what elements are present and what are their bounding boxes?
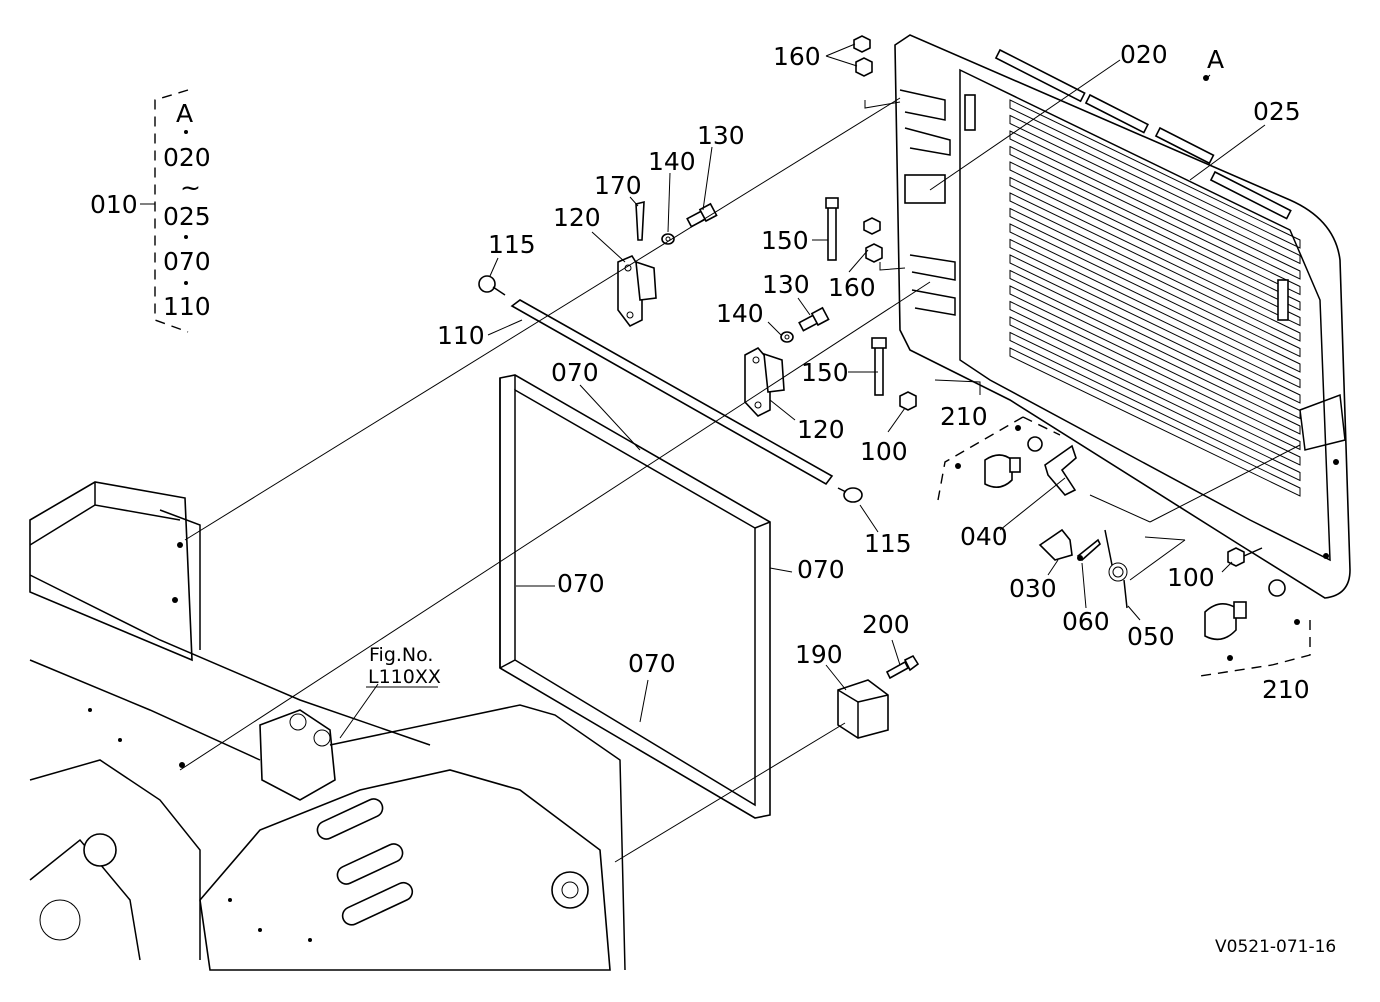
callout-070-bottom: 070 — [628, 649, 676, 678]
callout-070-top: 070 — [551, 358, 599, 387]
grille-slat — [1009, 145, 1301, 296]
callout-115-left: 115 — [488, 230, 536, 259]
callout-030: 030 — [1009, 574, 1057, 603]
pin-170 — [635, 200, 645, 241]
callout-060: 060 — [1062, 607, 1110, 636]
figure-reference-code[interactable]: L110XX — [368, 666, 441, 688]
callout-120-upper: 120 — [553, 203, 601, 232]
figure-reference-title: Fig.No. — [369, 644, 433, 666]
frame-assembly — [29, 481, 626, 971]
callout-150-lower: 150 — [801, 358, 849, 387]
pin-115-right — [837, 487, 863, 503]
callout-020: 020 — [1120, 40, 1168, 69]
group-item-a: A — [176, 99, 193, 128]
group-item-020: 020 — [163, 143, 211, 172]
nuts-160-mid — [863, 217, 883, 263]
group-item-110: 110 — [163, 292, 211, 321]
grille-slat — [1009, 254, 1301, 404]
callout-labels: 160 020 A 025 130 140 170 120 115 150 16… — [437, 40, 1310, 704]
grille-slat — [1009, 238, 1301, 389]
lamp-210-upper — [937, 416, 1061, 501]
callout-200: 200 — [862, 610, 910, 639]
callout-150-upper: 150 — [761, 226, 809, 255]
callout-120-lower: 120 — [797, 415, 845, 444]
callout-a: A — [1207, 45, 1224, 74]
latch-030 — [1038, 528, 1073, 561]
nuts-160-top — [853, 35, 873, 77]
bolt-150-upper — [825, 197, 839, 261]
grille-slat — [1009, 176, 1301, 327]
bolt-130-lower — [798, 306, 830, 332]
grille-slat — [1009, 99, 1301, 249]
latch-040 — [1044, 444, 1077, 496]
group-parent-label: 010 — [90, 190, 138, 219]
grille-slat — [1009, 269, 1301, 420]
callout-140-upper: 140 — [648, 147, 696, 176]
bolt-100-left — [899, 391, 917, 411]
callout-170: 170 — [594, 171, 642, 200]
callout-050: 050 — [1127, 622, 1175, 651]
grille-slat — [1009, 207, 1301, 358]
callout-070-left: 070 — [557, 569, 605, 598]
callout-160-top: 160 — [773, 42, 821, 71]
callout-160-mid: 160 — [828, 273, 876, 302]
callout-100-left: 100 — [860, 437, 908, 466]
bracket-190 — [837, 679, 889, 739]
callout-210-lower: 210 — [1262, 675, 1310, 704]
callout-190: 190 — [795, 640, 843, 669]
bolt-150-lower — [871, 337, 887, 396]
bolt-200 — [885, 654, 920, 680]
callout-070-right: 070 — [797, 555, 845, 584]
pin-060 — [1076, 538, 1101, 562]
group-item-025: 025 — [163, 202, 211, 231]
drawing-code: V0521-071-16 — [1215, 937, 1336, 957]
group-item-070: 070 — [163, 247, 211, 276]
screen-frame-070 — [499, 374, 771, 819]
bolt-130-upper — [686, 202, 718, 228]
callout-110: 110 — [437, 321, 485, 350]
grille-slat — [1009, 130, 1301, 280]
hinge-120-lower — [744, 346, 785, 417]
callout-140-lower: 140 — [716, 299, 764, 328]
group-bracket: 010 A 020 ~ 025 070 110 — [90, 89, 211, 333]
grille-slat — [1009, 316, 1301, 466]
bolt-100-right — [1227, 547, 1263, 567]
group-item-range: ~ — [180, 173, 201, 202]
rod-110 — [510, 299, 834, 486]
spring-050 — [1104, 529, 1128, 609]
callout-100-right: 100 — [1167, 563, 1215, 592]
lamp-210-lower — [1199, 579, 1311, 677]
grille-slats — [1009, 99, 1301, 497]
callout-130-lower: 130 — [762, 270, 810, 299]
grille-slat — [1009, 331, 1301, 482]
grille-slat — [1009, 161, 1301, 311]
washer-140-lower — [780, 331, 794, 343]
callout-210-upper: 210 — [940, 402, 988, 431]
figure-reference[interactable]: Fig.No. L110XX — [366, 644, 441, 688]
grille-slat — [1009, 114, 1301, 265]
leader-lines — [179, 43, 1301, 863]
grille-slat — [1009, 347, 1301, 497]
grille-slat — [1009, 300, 1301, 451]
callout-115-right: 115 — [864, 529, 912, 558]
grille-slat — [1009, 285, 1301, 435]
hinge-120-upper — [617, 254, 657, 328]
grille-slat — [1009, 192, 1301, 342]
callout-025: 025 — [1253, 97, 1301, 126]
grille-slat — [1009, 223, 1301, 373]
grille-assembly — [894, 34, 1351, 599]
callout-130-upper: 130 — [697, 121, 745, 150]
callout-040: 040 — [960, 522, 1008, 551]
pin-115-left — [478, 275, 506, 296]
